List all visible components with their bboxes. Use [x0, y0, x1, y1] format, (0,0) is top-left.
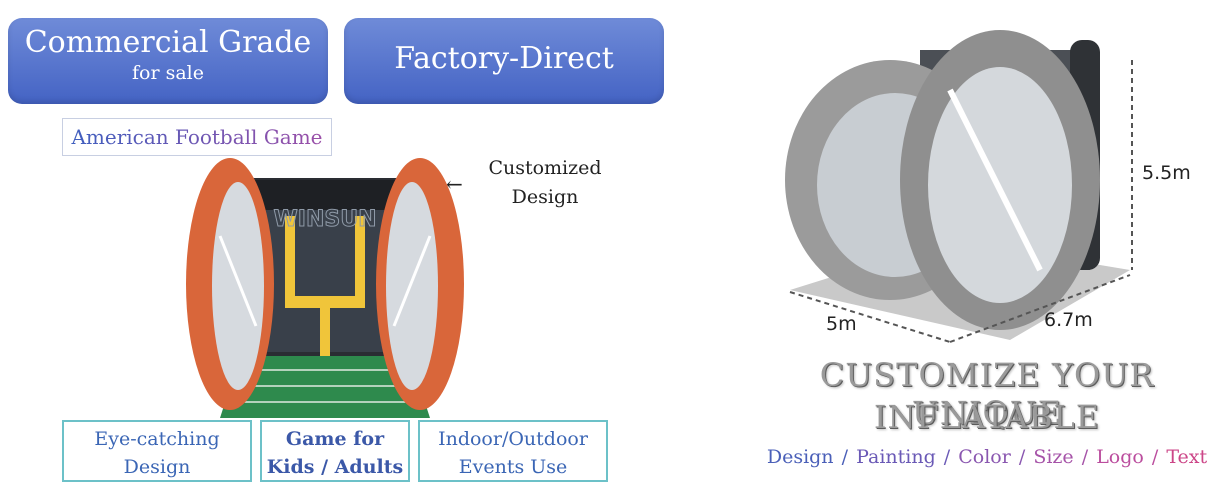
feature-eye-catching: Eye-catching Design — [62, 420, 252, 482]
factory-direct-text: Factory-Direct — [394, 41, 614, 76]
product-title: American Football Game — [71, 125, 323, 149]
commercial-grade-badge: Commercial Grade for sale — [8, 18, 328, 104]
winsun-logo: WINSUN — [274, 207, 377, 232]
commercial-grade-text: Commercial Grade — [24, 25, 312, 60]
factory-direct-badge: Factory-Direct — [344, 18, 664, 104]
customization-options: Design / Painting / Color / Size / Logo … — [760, 443, 1214, 471]
width-dimension: 5m — [826, 313, 857, 335]
customized-design-annotation: Customized Design — [470, 154, 620, 212]
for-sale-text: for sale — [132, 62, 204, 84]
option-separator: / — [1081, 446, 1089, 468]
option-size: Size — [1033, 446, 1074, 468]
feature-line: Events Use — [458, 456, 568, 478]
option-separator: / — [1151, 446, 1159, 468]
option-separator: / — [943, 446, 951, 468]
option-separator: / — [1018, 446, 1026, 468]
option-color: Color — [958, 446, 1011, 468]
product-title-box: American Football Game — [62, 118, 332, 156]
option-painting: Painting — [856, 446, 936, 468]
feature-line: Eye-catching — [94, 428, 220, 450]
headline-line-2: INFLATABLE — [873, 398, 1101, 436]
orange-inflatable-image: WINSUN — [186, 158, 464, 418]
option-design: Design — [766, 446, 834, 468]
headline-line-1: CUSTOMIZE YOUR UNIQUE — [819, 356, 1155, 432]
arrow-icon: ← — [446, 172, 463, 196]
feature-line: Game for — [285, 428, 385, 450]
feature-line: Kids / Adults — [266, 456, 404, 478]
feature-line: Indoor/Outdoor — [438, 428, 588, 450]
feature-line: Design — [123, 456, 191, 478]
feature-kids-adults: Game for Kids / Adults — [260, 420, 410, 482]
option-text: Text — [1166, 446, 1208, 468]
option-separator: / — [841, 446, 849, 468]
depth-dimension: 6.7m — [1044, 309, 1093, 331]
option-logo: Logo — [1096, 446, 1144, 468]
feature-indoor-outdoor: Indoor/Outdoor Events Use — [418, 420, 608, 482]
annotation-line-2: Design — [511, 186, 579, 208]
height-dimension: 5.5m — [1142, 162, 1191, 184]
annotation-line-1: Customized — [488, 157, 602, 179]
gray-inflatable-image — [785, 30, 1133, 343]
